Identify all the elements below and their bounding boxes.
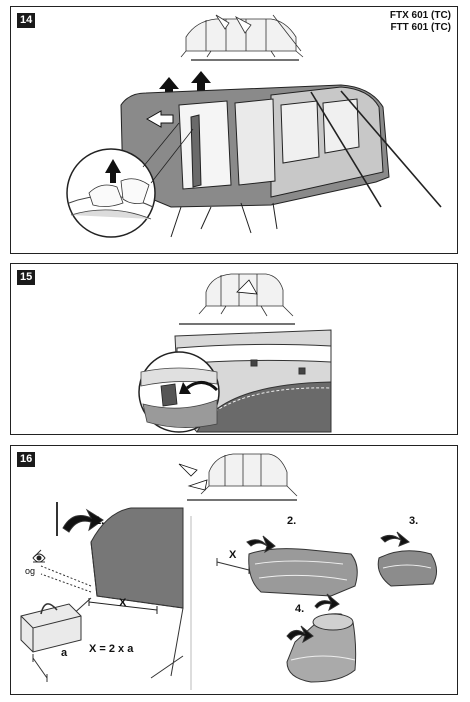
zoom-detail-circle	[66, 148, 156, 238]
substep-label: 3.	[409, 515, 418, 527]
substep-label: 4.	[295, 603, 304, 615]
zoom-detail-circle	[138, 351, 220, 433]
step-15-illustration	[138, 273, 332, 433]
eye-icon	[32, 553, 46, 563]
rolled-awning-step-4	[286, 593, 357, 683]
substep-label: 2.	[287, 515, 296, 527]
step-number: 15	[17, 270, 36, 285]
folded-awning-step-2	[216, 535, 358, 597]
curved-arrow-icon	[314, 593, 340, 612]
step-14-panel: 14 FTX 601 (TC) FTT 601 (TC)	[10, 6, 458, 254]
step-15-panel: 15	[10, 263, 458, 435]
curved-arrow-icon	[286, 625, 314, 644]
arrow-left-icon	[145, 110, 174, 128]
tent-thumbnail	[180, 14, 304, 58]
eye-label: og	[25, 566, 35, 576]
substep-label: 1.	[95, 515, 104, 527]
arrow-up-icon	[105, 159, 121, 183]
awning-tent	[120, 84, 442, 238]
tent-thumbnail	[178, 453, 298, 497]
step-number: 16	[17, 452, 36, 467]
curved-arrow-icon	[62, 508, 104, 533]
storage-bag	[20, 603, 82, 682]
formula-label: X = 2 x a	[89, 643, 134, 655]
folded-awning-step-3	[377, 531, 437, 587]
arrow-up-icon	[191, 71, 211, 93]
dimension-label: X	[229, 549, 237, 561]
model-name: FTX 601 (TC)	[389, 10, 451, 21]
step-14-illustration	[66, 14, 442, 238]
curved-arrow-icon	[380, 531, 410, 547]
model-name: FTT 601 (TC)	[390, 22, 451, 33]
rolled-awning-step-1	[33, 502, 184, 679]
step-16-panel: 16	[10, 445, 458, 695]
step-number: 14	[17, 13, 36, 28]
curved-arrow-icon	[246, 535, 276, 554]
dimension-label: a	[61, 647, 68, 659]
curved-arrow-icon	[186, 381, 219, 392]
arrow-up-icon	[159, 77, 179, 97]
step-16-illustration: 1. X a og X = 2 x a 2. X 3. 4	[20, 453, 437, 690]
tent-thumbnail	[198, 273, 294, 317]
model-list: FTX 601 (TC) FTT 601 (TC)	[390, 10, 451, 34]
dimension-label: X	[119, 597, 127, 609]
